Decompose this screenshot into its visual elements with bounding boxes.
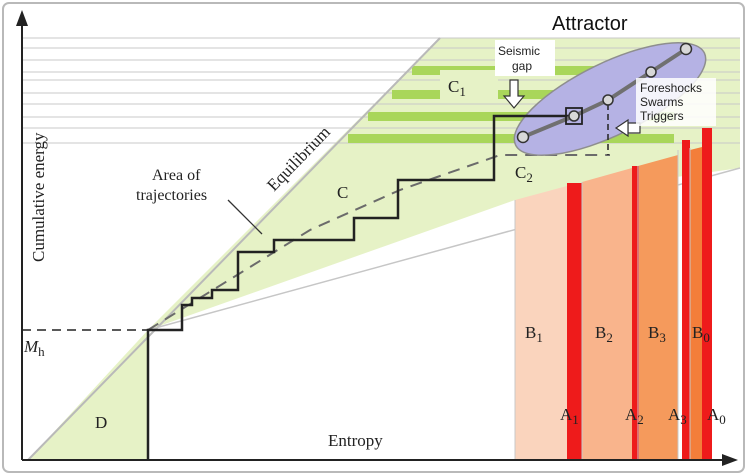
equilibrium-line <box>27 37 441 461</box>
band-b3 <box>638 155 678 460</box>
region-d-label: D <box>95 413 107 432</box>
foreshocks-box <box>636 78 716 126</box>
region-d <box>28 330 148 460</box>
attractor-title: Attractor <box>552 13 628 35</box>
band-a1-label: A1 <box>560 405 579 427</box>
attractor-node-1 <box>516 130 530 144</box>
y-axis-label: Cumulative energy <box>29 132 48 262</box>
band-b2-label: B2 <box>595 323 613 345</box>
band-a2-label: A2 <box>625 405 644 427</box>
band-a3-label: A3 <box>668 405 687 427</box>
mean-trajectory-dashed <box>147 154 610 331</box>
seismic-gap-box <box>495 40 555 76</box>
x-axis-label: Entropy <box>328 431 383 450</box>
band-a0 <box>702 128 712 460</box>
area-label-line2: trajectories <box>136 187 207 204</box>
swarms-label: Swarms <box>640 95 683 109</box>
attractor-node-square <box>565 107 583 125</box>
attractor-node-5 <box>679 42 693 56</box>
area-label-line1: Area of <box>152 167 201 184</box>
region-c-label: C <box>337 183 348 202</box>
band-b0-label: B0 <box>692 323 710 345</box>
seismic-gap-arrow <box>502 79 526 109</box>
c1-label-box <box>440 70 498 100</box>
attractor-node-2 <box>568 110 580 122</box>
band-a0-label: A0 <box>707 405 726 427</box>
entropy-bands <box>514 128 712 460</box>
foreshocks-label: Foreshocks <box>640 81 702 95</box>
triggers-arrow-head <box>614 118 629 138</box>
region-c2-label: C2 <box>515 163 533 185</box>
band-b0 <box>690 147 702 460</box>
band-b2 <box>582 168 632 460</box>
seismic-gap-label-line2: gap <box>512 59 532 73</box>
x-axis-arrow-icon <box>722 454 738 466</box>
y-axis-arrow-icon <box>16 10 28 26</box>
area-pointer-line <box>227 199 263 235</box>
attractor-node-3 <box>602 94 614 106</box>
triggers-label: Triggers <box>640 109 684 123</box>
band-b1-label: B1 <box>525 323 543 345</box>
band-b3-label: B3 <box>648 323 666 345</box>
region-c1-label: C1 <box>448 77 466 99</box>
trajectory-staircase <box>146 114 574 460</box>
attractor-node-4 <box>645 66 657 78</box>
seismic-gap-label-line1: Seismic <box>498 44 540 58</box>
band-a2 <box>632 166 639 460</box>
mh-label: Mh <box>23 337 45 359</box>
band-b1 <box>515 186 567 460</box>
band-a3 <box>682 140 690 460</box>
band-a1 <box>567 183 582 460</box>
